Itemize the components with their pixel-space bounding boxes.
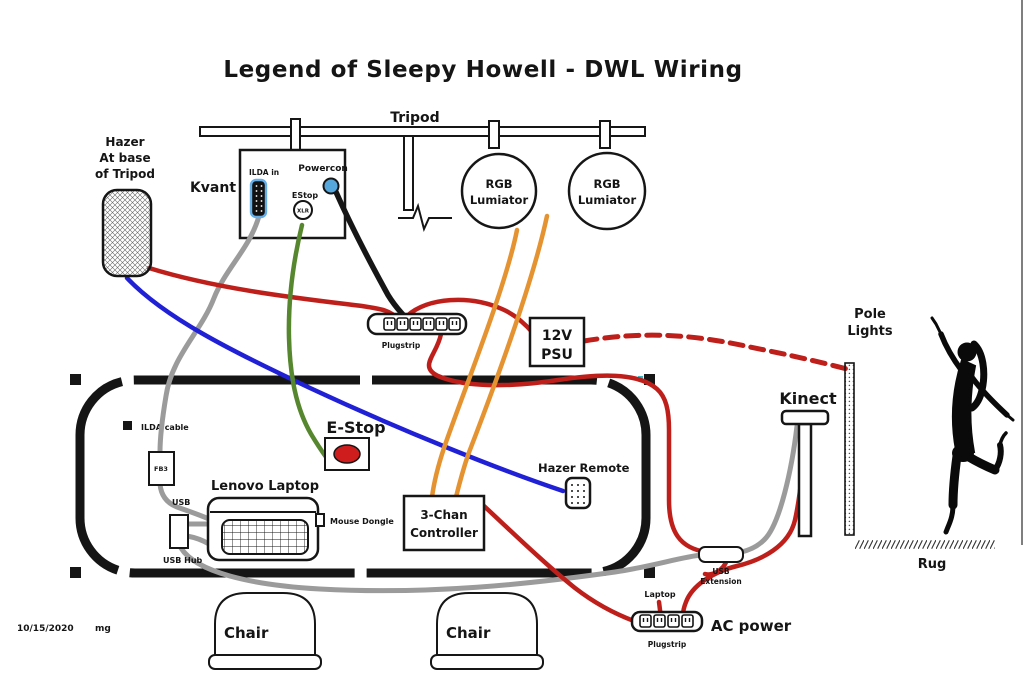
controller-label: Controller	[410, 526, 478, 540]
hazer-remote: Hazer Remote	[538, 461, 630, 510]
tripod: Tripod	[199, 110, 646, 232]
mouse-dongle-label: Mouse Dongle	[330, 517, 394, 526]
kinect: Kinect	[779, 389, 837, 538]
psu-label: 12V	[542, 328, 572, 344]
estop-button	[333, 444, 361, 464]
laptop-label: Lenovo Laptop	[211, 479, 319, 494]
lumiator-text: Lumiator	[470, 193, 529, 207]
ac-power-label: AC power	[711, 617, 792, 635]
pole-lights-label: Lights	[847, 324, 893, 339]
hazer-power-wire	[146, 265, 400, 322]
lenovo-laptop: Lenovo Laptop Mouse Dongle	[206, 479, 394, 562]
hazer-label: Hazer	[105, 135, 144, 149]
powercon-wire	[333, 189, 408, 320]
usb-hub: USB Hub	[163, 514, 203, 565]
pole-lights-dc-wire	[581, 332, 850, 372]
lumiator-text: RGB	[485, 177, 512, 191]
xlr-connector	[293, 200, 313, 220]
usb-extension-label: USB	[712, 567, 729, 576]
rgb-lumiator-left: RGB Lumiator	[460, 152, 538, 230]
rug-label: Rug	[918, 557, 947, 572]
footer: 10/15/2020 mg	[17, 624, 111, 634]
chair-right: Chair	[430, 592, 544, 670]
usb-cable-wire	[157, 481, 212, 522]
usb-extension: USB Extension	[698, 546, 744, 586]
tripod-label: Tripod	[390, 110, 439, 126]
powercon-connector	[322, 177, 340, 195]
tripod-break-symbol	[398, 202, 452, 232]
estop-port-label: EStop	[292, 191, 319, 200]
estop-label: E-Stop	[326, 418, 385, 437]
light-pole	[844, 362, 855, 536]
rgb-lumiator-right: RGB Lumiator	[567, 151, 647, 231]
chair-left: Chair	[208, 592, 322, 670]
plugstrip-label: Plugstrip	[648, 640, 687, 649]
usb-extension-wire	[178, 423, 800, 594]
fb3-label: FB3	[154, 465, 168, 473]
hazer-label: At base	[99, 151, 150, 165]
hazer-remote-wire	[124, 275, 566, 494]
lumiator-dmx-wire-b	[453, 213, 550, 500]
xlr-label: XLR	[297, 209, 310, 215]
kvant-label: Kvant	[190, 180, 236, 196]
pole-lights: Pole Lights	[844, 307, 893, 536]
psu-power-wire	[404, 297, 536, 336]
plugstrip-bottom: Laptop Plugstrip AC power	[630, 590, 792, 649]
hazer-label: of Tripod	[95, 167, 155, 181]
dmx-controller: 3-Chan Controller	[402, 494, 486, 552]
pole-lights-label: Pole	[854, 307, 886, 322]
ilda-cable-marker: ILDA cable	[123, 421, 189, 432]
powercon-label: Powercon	[298, 164, 348, 174]
outlets	[383, 317, 461, 331]
lumiator-dmx-wire-a	[429, 227, 520, 500]
ilda-cable-label: ILDA cable	[141, 423, 189, 432]
estop: E-Stop	[324, 418, 386, 471]
kvant-connectors: XLR	[249, 177, 340, 220]
dancer-silhouette	[930, 316, 1015, 535]
kinect-power-wire	[680, 425, 809, 618]
ilda-cable-wire	[157, 213, 262, 455]
usb-hub-label: USB Hub	[163, 556, 203, 565]
fb3-box: FB3	[148, 451, 175, 486]
usb-extension-label: Extension	[700, 577, 742, 586]
hazer: Hazer At base of Tripod	[95, 135, 155, 278]
mouse-dongle	[315, 513, 325, 527]
rug: Rug	[855, 540, 995, 572]
hazer-remote-label: Hazer Remote	[538, 461, 630, 475]
controller-power-wire	[481, 503, 637, 624]
ilda-in-label: ILDA in	[249, 168, 279, 177]
hub-cable-b	[184, 533, 212, 547]
estop-wire	[286, 222, 329, 460]
outlets	[639, 614, 694, 628]
plugstrip-center: Plugstrip	[366, 312, 468, 350]
psu: 12V PSU	[528, 316, 586, 368]
lumiator-text: RGB	[593, 177, 620, 191]
keyboard	[221, 519, 309, 555]
page-title: Legend of Sleepy Howell - DWL Wiring	[223, 57, 742, 83]
date: 10/15/2020	[17, 624, 74, 634]
usb-label: USB	[172, 498, 190, 507]
ilda-connector	[249, 178, 268, 219]
plugstrip-label: Plugstrip	[382, 341, 421, 350]
psu-label: PSU	[541, 347, 573, 363]
chair-label: Chair	[446, 624, 491, 642]
lumiator-text: Lumiator	[578, 193, 637, 207]
controller-label: 3-Chan	[420, 508, 467, 522]
kvant-box: Kvant ILDA in Powercon EStop	[190, 148, 348, 240]
kinect-label: Kinect	[779, 389, 837, 408]
initials: mg	[95, 624, 111, 634]
chair-label: Chair	[224, 624, 269, 642]
laptop-tag: Laptop	[644, 590, 676, 599]
